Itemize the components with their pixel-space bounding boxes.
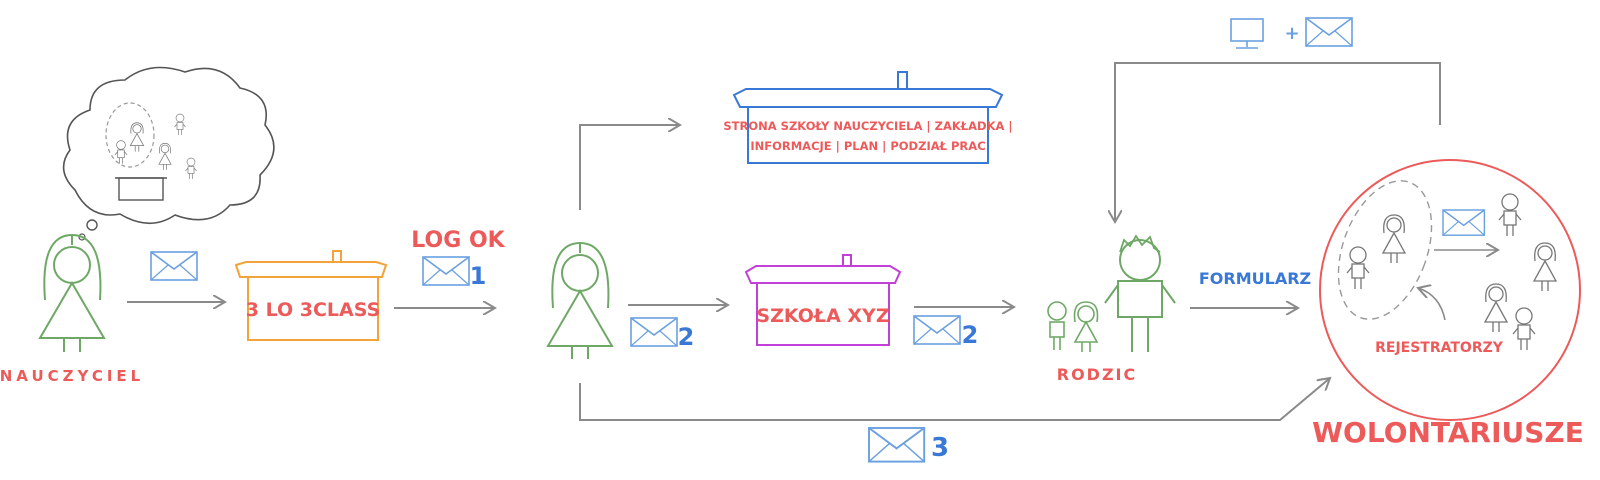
wolontariusze-circle (1319, 159, 1581, 421)
arrow-teacher2-to-wolontariusze (579, 378, 1330, 421)
house-3lo-icon (234, 250, 388, 341)
three-lo-label: 3 LO 3CLASS (246, 299, 381, 321)
rodzic-label: RODZIC (1057, 365, 1138, 384)
strona-line1-label: STRONA SZKOŁY NAUCZYCIELA | ZAKŁADKA | (723, 119, 1012, 133)
rejestratorzy-label: REJESTRATORZY (1375, 340, 1504, 356)
arrow-to-registrars (1418, 288, 1446, 321)
teacher-label: NAUCZYCIEL (0, 367, 144, 385)
log-ok-label: LOG OK (411, 228, 505, 253)
envelope-icon (422, 256, 470, 286)
envelope-icon (630, 317, 678, 347)
arrow-teacher2-to-strona (579, 125, 680, 210)
envelope-icon (1305, 17, 1353, 47)
num3-label: 3 (931, 433, 949, 463)
teacher-person-icon-2 (546, 241, 614, 359)
teacher-person-icon (38, 233, 106, 352)
formularz-label: FORMULARZ (1199, 269, 1311, 288)
strona-line2-label: INFORMACJE | PLAN | PODZIAŁ PRAC (750, 139, 985, 153)
house-szkola-icon (744, 254, 902, 346)
envelope-icon (1442, 209, 1486, 236)
house-strona-icon (732, 71, 1004, 164)
registrars-group (1337, 180, 1433, 320)
szkola-xyz-label: SZKOŁA XYZ (756, 305, 889, 327)
envelope-icon (150, 251, 198, 281)
arrow-wolontariusze-to-rodzic (1115, 62, 1441, 222)
plus-label: + (1284, 23, 1299, 44)
envelope-icon (868, 427, 926, 463)
wolontariusze-label: WOLONTARIUSZE (1312, 416, 1584, 449)
num1-label: 1 (470, 262, 487, 290)
monitor-icon (1230, 18, 1264, 49)
thought-bubble-icon (62, 66, 275, 241)
parent-family-icon (1047, 234, 1176, 352)
envelope-icon (913, 315, 961, 345)
num2b-label: 2 (962, 321, 979, 349)
num2a-label: 2 (678, 323, 695, 351)
